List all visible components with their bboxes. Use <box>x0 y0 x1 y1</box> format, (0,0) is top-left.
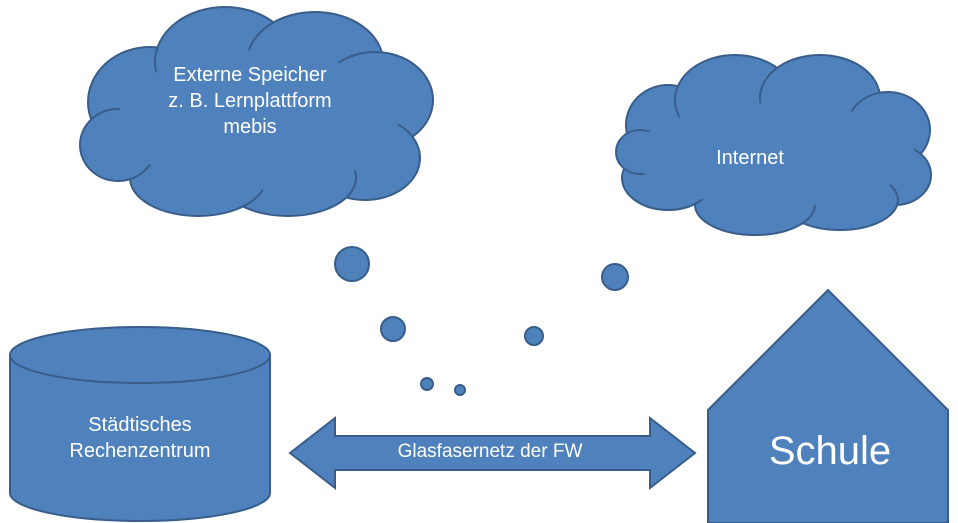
cloud-storage-line-1: Externe Speicher <box>173 64 327 86</box>
cloud-internet <box>615 54 932 236</box>
bubble-dot <box>334 246 370 282</box>
bubble-dot <box>601 263 629 291</box>
cloud-storage-label: Externe Speicher z. B. Lernplattform meb… <box>130 62 370 140</box>
data-center-line-1: Städtisches <box>88 414 192 436</box>
cloud-storage-line-2: z. B. Lernplattform <box>168 90 332 112</box>
school-label: Schule <box>768 429 892 473</box>
data-center-label: Städtisches Rechenzentrum <box>15 412 265 464</box>
bubble-dot <box>380 316 406 342</box>
cloud-storage-line-3: mebis <box>223 116 277 138</box>
data-center-line-2: Rechenzentrum <box>69 440 211 462</box>
bubble-dot <box>420 377 434 391</box>
cloud-external-storage <box>79 6 434 217</box>
cloud-internet-label: Internet <box>716 147 784 169</box>
network-arrow-label: Glasfasernetz der FW <box>397 441 583 462</box>
network-double-arrow <box>288 415 697 491</box>
school-house-shape <box>707 288 949 523</box>
data-center-cylinder <box>9 326 271 522</box>
bubble-dot <box>454 384 466 396</box>
bubble-dot <box>524 326 544 346</box>
